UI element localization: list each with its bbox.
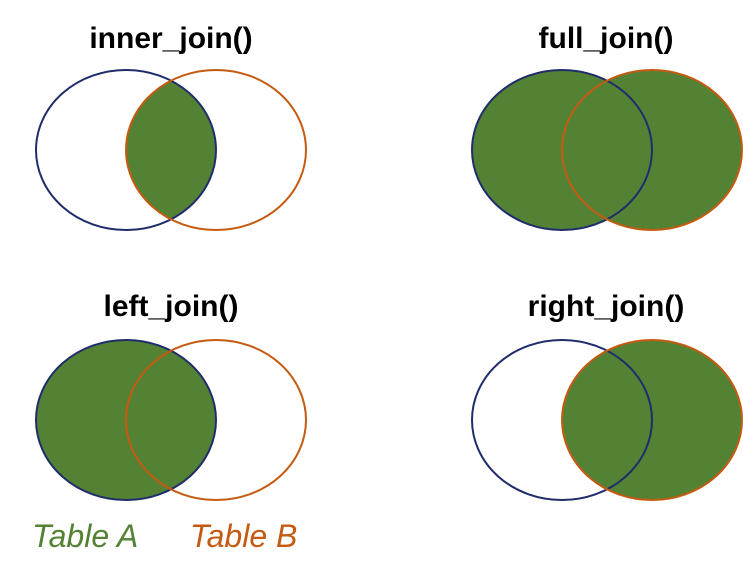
legend: Table A Table B [32,518,297,554]
legend-table-a: Table A [32,518,138,554]
table-a-circle [471,339,653,501]
legend-table-b: Table B [190,518,297,554]
panel-title: full_join() [539,22,674,55]
panel-title: inner_join() [89,22,252,55]
table-b-circle [561,339,743,501]
panel-right-join: right_join() [471,290,743,501]
panel-inner-join: inner_join() [35,22,307,231]
table-a-circle [35,69,217,231]
table-a-circle [35,339,217,501]
table-b-circle [125,69,307,231]
intersection-fill [126,70,216,230]
panel-left-join: left_join() [35,290,307,501]
table-a-circle [471,69,653,231]
table-b-circle [561,69,743,231]
panel-title: left_join() [104,290,239,323]
table-b-circle [125,339,307,501]
panel-full-join: full_join() [471,22,743,231]
panel-title: right_join() [528,290,685,323]
